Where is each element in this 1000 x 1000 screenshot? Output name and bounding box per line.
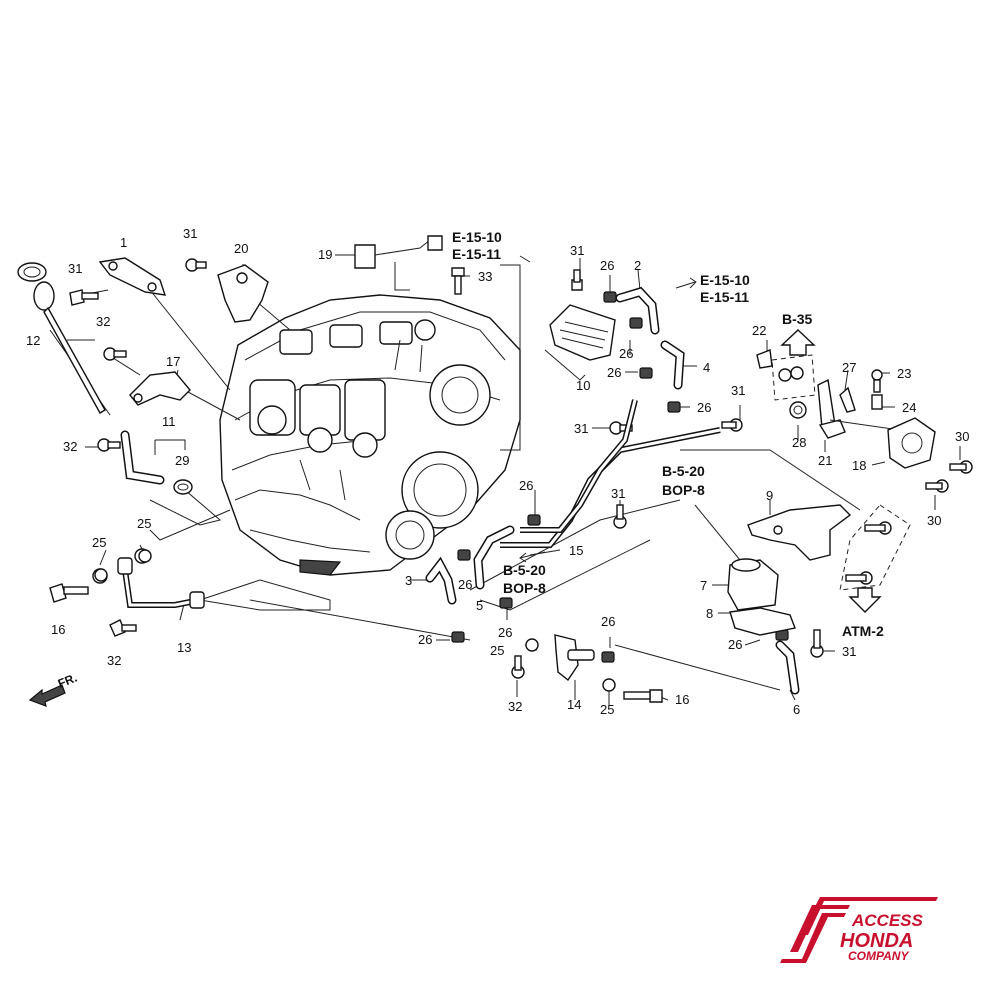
front-label: FR. [56, 671, 79, 691]
callout-24: 24 [902, 400, 916, 415]
callout-32c: 32 [107, 653, 121, 668]
bracket-1 [98, 257, 167, 296]
callout-31c: 31 [570, 243, 584, 258]
callout-13: 13 [177, 640, 191, 655]
ref-e15-11-top: E-15-11 [452, 246, 501, 262]
ref-e15-10-top: E-15-10 [452, 229, 502, 245]
shift-parts [756, 349, 936, 469]
callout-32b: 32 [63, 439, 77, 454]
harness-bracket-19 [354, 235, 443, 291]
callout-18: 18 [852, 458, 866, 473]
callout-9: 9 [766, 488, 773, 503]
callout-31f: 31 [611, 486, 625, 501]
bracket-9 [747, 504, 852, 561]
hoses-2-4-6 [615, 286, 800, 695]
callout-30b: 30 [927, 513, 941, 528]
callout-6: 6 [793, 702, 800, 717]
callout-4: 4 [703, 360, 710, 375]
callout-10: 10 [576, 378, 590, 393]
dipstick [17, 262, 106, 414]
callout-26f: 26 [458, 577, 472, 592]
callout-2: 2 [634, 258, 641, 273]
cooler-lines-15 [500, 399, 721, 548]
bracket-17 [129, 371, 191, 406]
callout-19: 19 [318, 247, 332, 262]
logo-line2: HONDA [840, 930, 913, 952]
callout-31d: 31 [731, 383, 745, 398]
callout-17: 17 [166, 354, 180, 369]
callout-25c: 25 [490, 643, 504, 658]
callout-26e: 26 [519, 478, 533, 493]
callout-23: 23 [897, 366, 911, 381]
callout-20: 20 [234, 241, 248, 256]
callout-16b: 16 [675, 692, 689, 707]
filter-7 [727, 558, 779, 611]
logo-mark [800, 897, 938, 935]
callout-3: 3 [405, 573, 412, 588]
callout-8: 8 [706, 606, 713, 621]
washers [94, 549, 616, 692]
callout-32d: 32 [508, 699, 522, 714]
bolts [49, 258, 973, 703]
callout-11: 11 [162, 414, 176, 429]
callout-25a: 25 [137, 516, 151, 531]
callout-27: 27 [842, 360, 856, 375]
callout-12: 12 [26, 333, 40, 348]
oil-cooler-10 [549, 304, 616, 361]
callout-7: 7 [700, 578, 707, 593]
bracket-8 [729, 607, 796, 636]
ref-e15-10-right: E-15-10 [700, 272, 750, 288]
callout-28: 28 [792, 435, 806, 450]
callout-26g: 26 [498, 625, 512, 640]
callout-26a: 26 [600, 258, 614, 273]
pipe-11 [120, 430, 193, 495]
ref-atm2: ATM-2 [842, 623, 884, 639]
ref-bop8-right: BOP-8 [662, 482, 705, 498]
dashed-outlines [771, 354, 911, 591]
callout-32a: 32 [96, 314, 110, 329]
ref-b5-20-right: B-5-20 [662, 463, 705, 479]
joint-14 [554, 634, 595, 682]
access-honda-logo: ACCESS HONDA COMPANY [780, 897, 938, 963]
reference-labels: E-15-10 E-15-11 E-15-10 E-15-11 B-35 B-5… [56, 229, 884, 691]
callout-22: 22 [752, 323, 766, 338]
ref-b5-20-center: B-5-20 [503, 562, 546, 578]
callout-1: 1 [120, 235, 127, 250]
front-arrow [28, 684, 66, 707]
callout-31a: 31 [68, 261, 82, 276]
callout-21: 21 [818, 453, 832, 468]
callout-5: 5 [476, 598, 483, 613]
callout-25d: 25 [600, 702, 614, 717]
callout-25b: 25 [92, 535, 106, 550]
callout-30a: 30 [955, 429, 969, 444]
callout-26i: 26 [601, 614, 615, 629]
callout-33: 33 [478, 269, 492, 284]
direction-arrows [28, 255, 882, 707]
callout-31b: 31 [183, 226, 197, 241]
callout-26j: 26 [728, 637, 742, 652]
bracket-20 [217, 264, 269, 323]
logo-line1: ACCESS [851, 911, 924, 930]
callout-31g: 31 [842, 644, 856, 659]
hose-clamps [451, 291, 789, 663]
transmission-case [219, 294, 521, 576]
hoses-3-5 [425, 525, 515, 605]
callout-16a: 16 [51, 622, 65, 637]
callout-26b: 26 [619, 346, 633, 361]
callout-numbers: 1 2 3 4 5 6 7 8 9 10 11 12 13 14 15 16 1… [26, 226, 969, 717]
ref-b35: B-35 [782, 311, 813, 327]
callout-14: 14 [567, 697, 581, 712]
callout-26h: 26 [418, 632, 432, 647]
ref-e15-11-right: E-15-11 [700, 289, 749, 305]
callout-29: 29 [175, 453, 189, 468]
logo-line3: COMPANY [848, 949, 909, 963]
ref-bop8-center: BOP-8 [503, 580, 546, 596]
callout-15: 15 [569, 543, 583, 558]
callout-26d: 26 [697, 400, 711, 415]
callout-31e: 31 [574, 421, 588, 436]
callout-26c: 26 [607, 365, 621, 380]
